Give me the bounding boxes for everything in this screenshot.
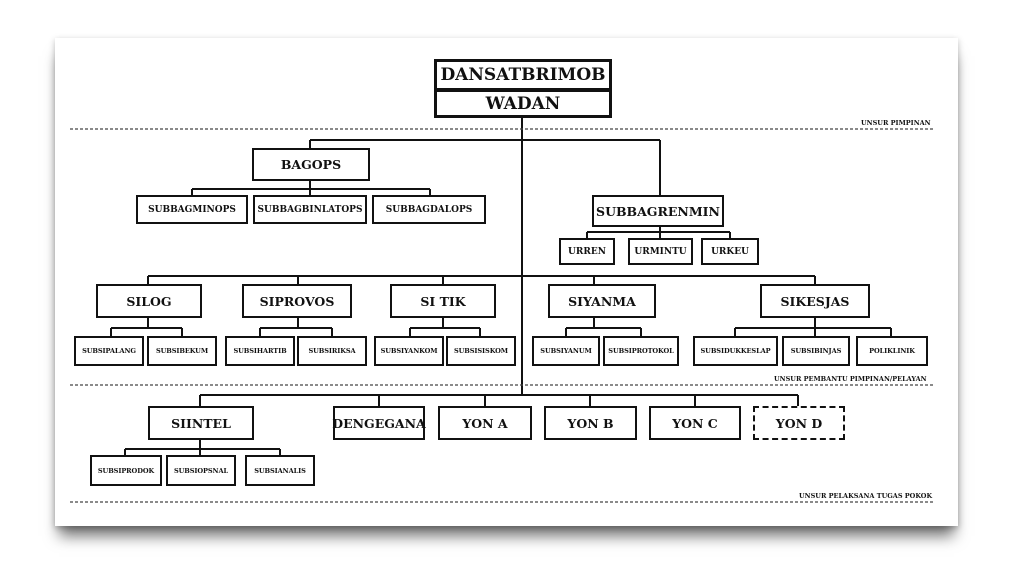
yon-b-box: YON B (544, 406, 637, 440)
subsibinjas-box: SUBSIBINJAS (782, 336, 850, 366)
dengegana-box: DENGEGANA (332, 406, 426, 440)
subsisiskom-box: SUBSISISKOM (446, 336, 516, 366)
subsianalis-box: SUBSIANALIS (245, 455, 315, 486)
poliklinik-box: POLIKLINIK (856, 336, 928, 366)
wadan-box: WADAN (434, 89, 612, 118)
yon-d-box: YON D (753, 406, 845, 440)
subbagbinlatops-box: SUBBAGBINLATOPS (253, 195, 367, 224)
subsibekum-box: SUBSIBEKUM (147, 336, 217, 366)
subsiopsnal-box: SUBSIOPSNAL (166, 455, 236, 486)
sikesjas-box: SIKESJAS (760, 284, 870, 318)
subsiriksa-box: SUBSIRIKSA (297, 336, 367, 366)
yon-c-box: YON C (649, 406, 741, 440)
urren-box: URREN (559, 238, 615, 265)
subsihartib-box: SUBSIHARTIB (225, 336, 295, 366)
section-label-leadership: UNSUR PIMPINAN (861, 119, 931, 127)
subbagdalops-box: SUBBAGDALOPS (372, 195, 486, 224)
section-label-support: UNSUR PEMBANTU PIMPINAN/PELAYAN (774, 375, 927, 383)
dansatbrimob-box: DANSATBRIMOB (434, 59, 612, 91)
subsidukkeslap-box: SUBSIDUKKESLAP (693, 336, 778, 366)
subsipalang-box: SUBSIPALANG (74, 336, 144, 366)
subsiprodok-box: SUBSIPRODOK (90, 455, 162, 486)
yon-a-box: YON A (438, 406, 532, 440)
sitik-box: SI TIK (390, 284, 496, 318)
subsiprotokol-box: SUBSIPROTOKOL (603, 336, 679, 366)
subbagrenmin-box: SUBBAGRENMIN (592, 195, 724, 227)
siyanma-box: SIYANMA (548, 284, 656, 318)
org-chart-paper (55, 38, 958, 526)
subbagminops-box: SUBBAGMINOPS (136, 195, 248, 224)
siintel-box: SIINTEL (148, 406, 254, 440)
urmintu-box: URMINTU (628, 238, 693, 265)
subsiyankom-box: SUBSIYANKOM (374, 336, 444, 366)
urkeu-box: URKEU (701, 238, 759, 265)
silog-box: SILOG (96, 284, 202, 318)
section-label-executor: UNSUR PELAKSANA TUGAS POKOK (799, 492, 933, 500)
siprovos-box: SIPROVOS (242, 284, 352, 318)
bagops-box: BAGOPS (252, 148, 370, 181)
subsiyanum-box: SUBSIYANUM (532, 336, 600, 366)
